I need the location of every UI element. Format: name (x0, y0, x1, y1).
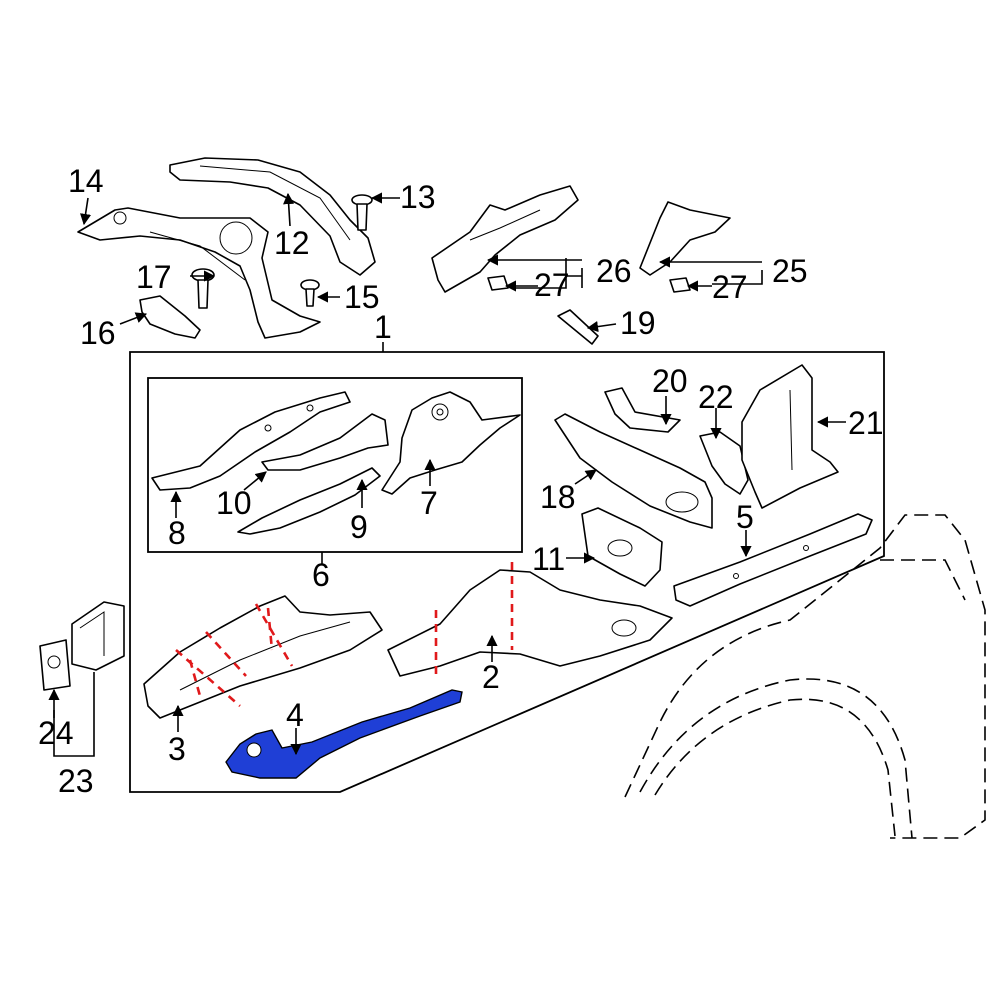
callout-1: 1 (374, 309, 392, 345)
part-23-bracket (71, 601, 125, 671)
callout-23: 23 (58, 763, 94, 799)
callout-27-a: 27 (534, 267, 570, 303)
callout-labels: 14 12 13 17 15 16 1 26 27 25 27 19 20 22… (38, 163, 884, 799)
part-16-bracket (139, 295, 201, 339)
part-22-bracket (699, 431, 749, 495)
fender-outline (624, 514, 986, 839)
part-11-panel (581, 507, 663, 587)
part-3-front-rail (143, 595, 383, 719)
part-8-rail (151, 391, 351, 491)
part-14-upper-apron (77, 207, 321, 339)
callout-24: 24 (38, 715, 74, 751)
callout-27-b: 27 (712, 269, 748, 305)
part-17-bolt (191, 268, 215, 309)
bracket-26-27 (512, 258, 583, 289)
callout-6: 6 (312, 557, 330, 593)
callout-18: 18 (540, 479, 576, 515)
cut-lines (175, 562, 514, 707)
part-27-clip-b (669, 277, 691, 293)
part-15-bolt (300, 279, 320, 307)
callout-12: 12 (274, 225, 310, 261)
callout-4: 4 (286, 697, 304, 733)
callout-3: 3 (168, 731, 186, 767)
callout-25: 25 (772, 253, 808, 289)
leader-arrows (48, 192, 846, 756)
part-25-reinforcement (639, 201, 731, 276)
callout-26: 26 (596, 253, 632, 289)
callout-16: 16 (80, 315, 116, 351)
callout-9: 9 (350, 509, 368, 545)
callout-10: 10 (216, 485, 252, 521)
main-assembly-frame (129, 351, 885, 793)
callout-20: 20 (652, 363, 688, 399)
callout-8: 8 (168, 515, 186, 551)
part-13-bolt (351, 194, 373, 231)
subassembly-6-frame (147, 377, 523, 553)
part-24-plate (39, 639, 71, 691)
callout-2: 2 (482, 659, 500, 695)
callout-7: 7 (420, 485, 438, 521)
callout-13: 13 (400, 179, 436, 215)
part-26-reinforcement (431, 185, 579, 293)
part-10-rail (261, 413, 389, 471)
part-2-floor-pan (387, 569, 673, 677)
part-21-pillar (741, 364, 839, 509)
part-12-wheelhouse (169, 157, 376, 276)
part-27-clip-a (487, 275, 509, 291)
callout-14: 14 (68, 163, 104, 199)
callout-5: 5 (736, 499, 754, 535)
part-9-rail (237, 467, 381, 535)
part-18-apron (554, 413, 713, 529)
callout-17: 17 (136, 259, 172, 295)
callout-21: 21 (848, 405, 884, 441)
callout-15: 15 (344, 279, 380, 315)
bracket-23-24 (53, 672, 95, 757)
callout-11: 11 (532, 541, 565, 577)
part-7-shock-tower (381, 391, 521, 495)
callout-19: 19 (620, 305, 656, 341)
part-19-bracket (557, 309, 599, 345)
callout-22: 22 (698, 379, 734, 415)
part-4-hole (246, 742, 262, 758)
part-5-rocker (673, 513, 873, 607)
bracket-25-27 (712, 270, 763, 285)
part-4-highlighted-rail (225, 689, 463, 779)
